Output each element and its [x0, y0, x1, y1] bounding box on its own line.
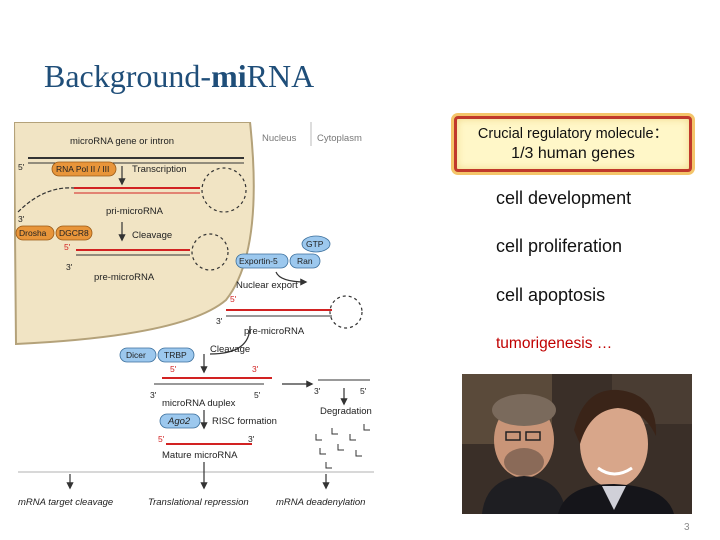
- role-cell-development: cell development: [496, 188, 632, 208]
- svg-text:3': 3': [66, 262, 73, 272]
- outcome-repression: Translational repression: [148, 497, 249, 508]
- nucleus-region: [14, 122, 255, 346]
- pre-mirna1-label: pre-microRNA: [94, 272, 155, 283]
- degradation-fragments: [315, 424, 370, 469]
- nuclear-export-label: Nuclear export: [236, 280, 298, 291]
- mature-mirna-label: Mature microRNA: [162, 450, 238, 461]
- svg-text:5': 5': [18, 162, 25, 172]
- cleavage1-label: Cleavage: [132, 230, 172, 241]
- svg-text:5': 5': [64, 242, 71, 252]
- svg-text:Ran: Ran: [297, 256, 313, 266]
- gtp-molecule: [301, 235, 331, 253]
- svg-text:Drosha: Drosha: [19, 228, 47, 238]
- svg-text:5': 5': [158, 434, 165, 444]
- svg-text:TRBP: TRBP: [164, 350, 187, 360]
- pri-mirna-label: pri-microRNA: [106, 206, 164, 217]
- degradation-label: Degradation: [320, 406, 372, 417]
- callout-line1: Crucial regulatory molecule：: [477, 126, 669, 142]
- ago2-protein: [159, 413, 201, 429]
- svg-text:Ago2: Ago2: [167, 416, 191, 427]
- svg-text:Exportin-5: Exportin-5: [239, 256, 278, 266]
- svg-text:DGCR8: DGCR8: [59, 228, 89, 238]
- ran-protein: [289, 253, 321, 269]
- svg-text:3': 3': [216, 316, 223, 326]
- svg-text:3': 3': [314, 386, 321, 396]
- transcription-label: Transcription: [132, 164, 187, 175]
- nucleus-label: Nucleus: [262, 133, 297, 144]
- exportin-protein: [235, 253, 289, 269]
- dgcr8-protein: [55, 225, 93, 241]
- svg-text:Dicer: Dicer: [126, 350, 146, 360]
- drosha-protein: [15, 225, 55, 241]
- svg-text:3': 3': [150, 390, 157, 400]
- svg-text:3': 3': [252, 364, 259, 374]
- outcome-deadenylation: mRNA deadenylation: [276, 497, 365, 508]
- risc-formation-label: RISC formation: [212, 416, 277, 427]
- svg-text:3': 3': [248, 434, 255, 444]
- svg-text:GTP: GTP: [306, 239, 324, 249]
- cytoplasm-label: Cytoplasm: [317, 133, 362, 144]
- svg-text:5': 5': [254, 390, 261, 400]
- role-tumorigenesis: tumorigenesis …: [496, 335, 613, 352]
- mirna-biogenesis-diagram: Nucleus Cytoplasm microRNA gene or intro…: [14, 122, 374, 508]
- slide-title: Background-miRNA: [44, 58, 315, 94]
- svg-text:5': 5': [360, 386, 367, 396]
- role-cell-apoptosis: cell apoptosis: [496, 285, 606, 305]
- outcome-cleavage: mRNA target cleavage: [18, 497, 113, 508]
- duplex-label: microRNA duplex: [162, 398, 236, 409]
- cleavage2-label: Cleavage: [210, 344, 250, 355]
- pre-mirna2-label: pre-microRNA: [244, 326, 305, 337]
- rna-polymerase: [51, 161, 117, 177]
- gene-label: microRNA gene or intron: [70, 136, 174, 147]
- callout-box: Crucial regulatory molecule： 1/3 human g…: [454, 116, 692, 172]
- role-cell-proliferation: cell proliferation: [496, 236, 623, 256]
- trbp-protein: [157, 347, 195, 363]
- callout-line2: 1/3 human genes: [511, 145, 635, 162]
- polymerase-label: RNA Pol II / III: [56, 164, 109, 174]
- dicer-protein: [119, 347, 157, 363]
- svg-text:5': 5': [170, 364, 177, 374]
- svg-text:3': 3': [18, 214, 25, 224]
- researchers-photo: [462, 374, 692, 514]
- page-number: 3: [684, 522, 690, 533]
- svg-text:5': 5': [230, 294, 237, 304]
